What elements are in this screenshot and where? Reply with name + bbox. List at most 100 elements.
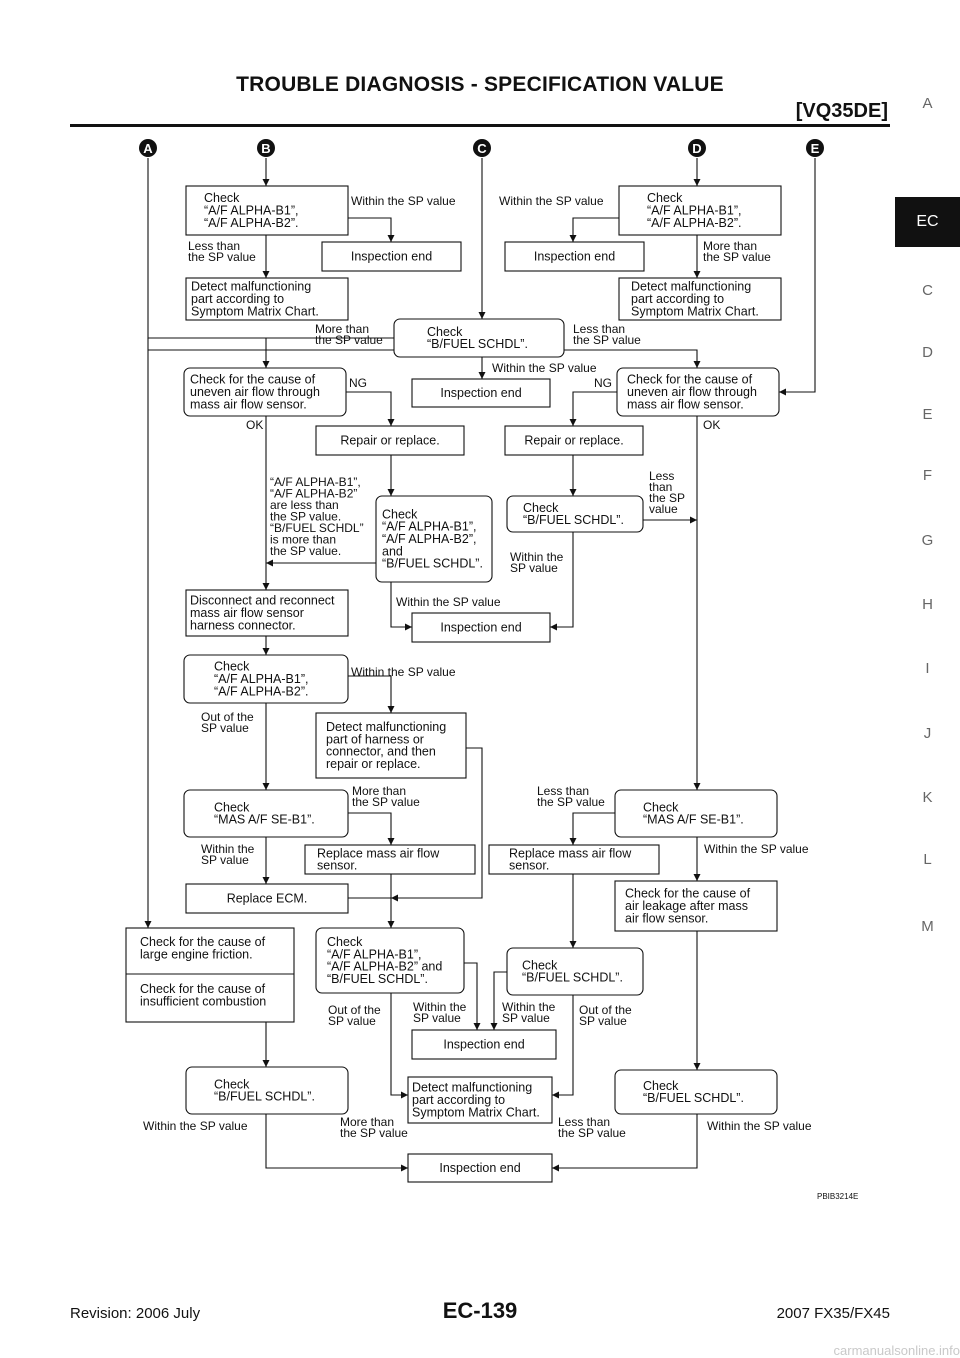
flow-box-text: Check	[523, 501, 559, 515]
flow-branch-label: the SP value	[558, 1126, 626, 1140]
flow-connector	[348, 812, 395, 845]
flow-box-frame	[411, 612, 551, 643]
flow-box-m4: Inspection end	[411, 1029, 557, 1060]
flow-box-frame	[504, 425, 644, 456]
flow-box-frame	[315, 927, 465, 994]
flow-branch-label: More than	[315, 322, 369, 336]
marker-letter: D	[692, 141, 701, 156]
flow-box-text: air flow sensor.	[625, 911, 708, 925]
flow-branch-label: SP value	[413, 1011, 461, 1025]
flow-branch-label: the SP value	[188, 250, 256, 264]
flow-box-text: Inspection end	[440, 621, 521, 635]
connector-marker-e: E	[806, 139, 824, 157]
flow-box-frame	[506, 495, 644, 533]
flow-branch-label: SP value	[502, 1011, 550, 1025]
flow-branch-label: the SP value	[537, 795, 605, 809]
marker-circle	[473, 139, 491, 157]
marker-letter: C	[477, 141, 487, 156]
flow-box-text: “A/F ALPHA-B2”,	[382, 532, 476, 546]
flow-box-c1: Check“B/FUEL SCHDL”.	[393, 318, 565, 358]
flow-branch-label: the SP value.	[270, 510, 341, 524]
flow-box-text: Check	[214, 1077, 250, 1091]
section-tab-c[interactable]: C	[922, 282, 933, 299]
section-tab-j[interactable]: J	[923, 725, 932, 742]
flow-box-text: part according to	[412, 1093, 505, 1107]
flow-box-frame	[185, 589, 349, 637]
flow-box-text: mass air flow sensor.	[627, 397, 744, 411]
flow-box-frame	[185, 277, 349, 321]
flow-branch-label: Within the SP value	[707, 1119, 812, 1133]
flow-branch-label: More than	[703, 239, 757, 253]
flow-box-text: Check for the cause of	[625, 887, 751, 901]
flow-box-text: Check	[427, 325, 463, 339]
flow-box-text: “B/FUEL SCHDL”.	[643, 1091, 744, 1105]
flow-box-text: Inspection end	[443, 1038, 524, 1052]
connector-marker-a: A	[139, 139, 157, 157]
flow-box-text: “B/FUEL SCHDL”.	[427, 337, 528, 351]
section-tab-e[interactable]: E	[922, 406, 933, 423]
section-tab-g[interactable]: G	[921, 532, 934, 549]
marker-circle	[806, 139, 824, 157]
flow-box-l9: Replace ECM.	[185, 883, 349, 914]
flow-branch-label: Within the	[201, 842, 255, 856]
flow-connector	[569, 812, 615, 845]
flow-box-text: “A/F ALPHA-B2” and	[327, 960, 442, 974]
flow-box-b1: Check“A/F ALPHA-B1”,“A/F ALPHA-B2”.	[185, 185, 349, 236]
flow-box-text: “B/FUEL SCHDL”.	[327, 972, 428, 986]
flow-box-text: large engine friction.	[140, 947, 253, 961]
flow-branch-label: Out of the	[328, 1003, 381, 1017]
footer-model: 2007 FX35/FX45	[776, 1305, 890, 1322]
section-tab-d[interactable]: D	[922, 344, 933, 361]
marker-letter: B	[261, 141, 270, 156]
marker-circle	[257, 139, 275, 157]
flow-branch-label: Out of the	[579, 1003, 632, 1017]
flow-box-text: Replace mass air flow	[509, 846, 632, 860]
flow-box-frame	[183, 789, 349, 838]
flow-branch-label: More than	[340, 1115, 394, 1129]
flow-connector	[779, 158, 816, 396]
footer-revision: Revision: 2006 July	[70, 1305, 201, 1322]
flow-box-text: sensor.	[317, 859, 357, 873]
flow-branch-label: Within the SP value	[143, 1119, 248, 1133]
flow-box-text: Symptom Matrix Chart.	[191, 304, 319, 318]
section-tab-l[interactable]: L	[923, 851, 932, 868]
flow-box-d2: Inspection end	[504, 241, 645, 272]
section-tab-f[interactable]: F	[922, 467, 933, 484]
section-tab-m[interactable]: M	[921, 918, 934, 935]
flow-box-r4: Check“MAS A/F SE-B1”.	[614, 789, 778, 838]
flow-box-text: Check	[214, 800, 250, 814]
flow-box-text: Check	[382, 507, 418, 521]
flow-box-text: sensor.	[509, 859, 549, 873]
flow-connector	[348, 675, 395, 713]
flow-branch-label: the SP value	[352, 795, 420, 809]
flow-box-frame	[125, 927, 295, 1023]
flow-branch-label: OK	[246, 418, 263, 432]
flow-connector	[569, 217, 619, 242]
flow-box-text: Check	[214, 660, 250, 674]
section-tab-ec[interactable]: EC	[895, 197, 960, 247]
section-tab-h[interactable]: H	[922, 596, 933, 613]
flow-box-text: Repair or replace.	[524, 434, 623, 448]
flow-box-text: harness connector.	[190, 618, 296, 632]
flow-box-text: mass air flow sensor.	[190, 397, 307, 411]
marker-circle	[139, 139, 157, 157]
flow-box-text: Check	[327, 935, 363, 949]
section-tab-i[interactable]: I	[925, 660, 930, 677]
flow-box-text: Inspection end	[439, 1161, 520, 1175]
section-tab-a[interactable]: A	[922, 95, 933, 112]
flow-box-text: Detect malfunctioning	[631, 280, 751, 294]
flow-box-frame	[614, 880, 778, 932]
flow-box-text: and	[382, 544, 403, 558]
flow-box-frame	[375, 495, 493, 583]
flow-connector	[390, 993, 408, 1099]
flow-branch-label: the SP	[649, 491, 685, 505]
flow-box-frame	[616, 367, 780, 417]
section-tab-k[interactable]: K	[922, 789, 933, 806]
flow-box-text: Disconnect and reconnect	[190, 594, 335, 608]
flow-box-frame	[183, 367, 347, 417]
flow-branch-label: Within the	[510, 550, 564, 564]
